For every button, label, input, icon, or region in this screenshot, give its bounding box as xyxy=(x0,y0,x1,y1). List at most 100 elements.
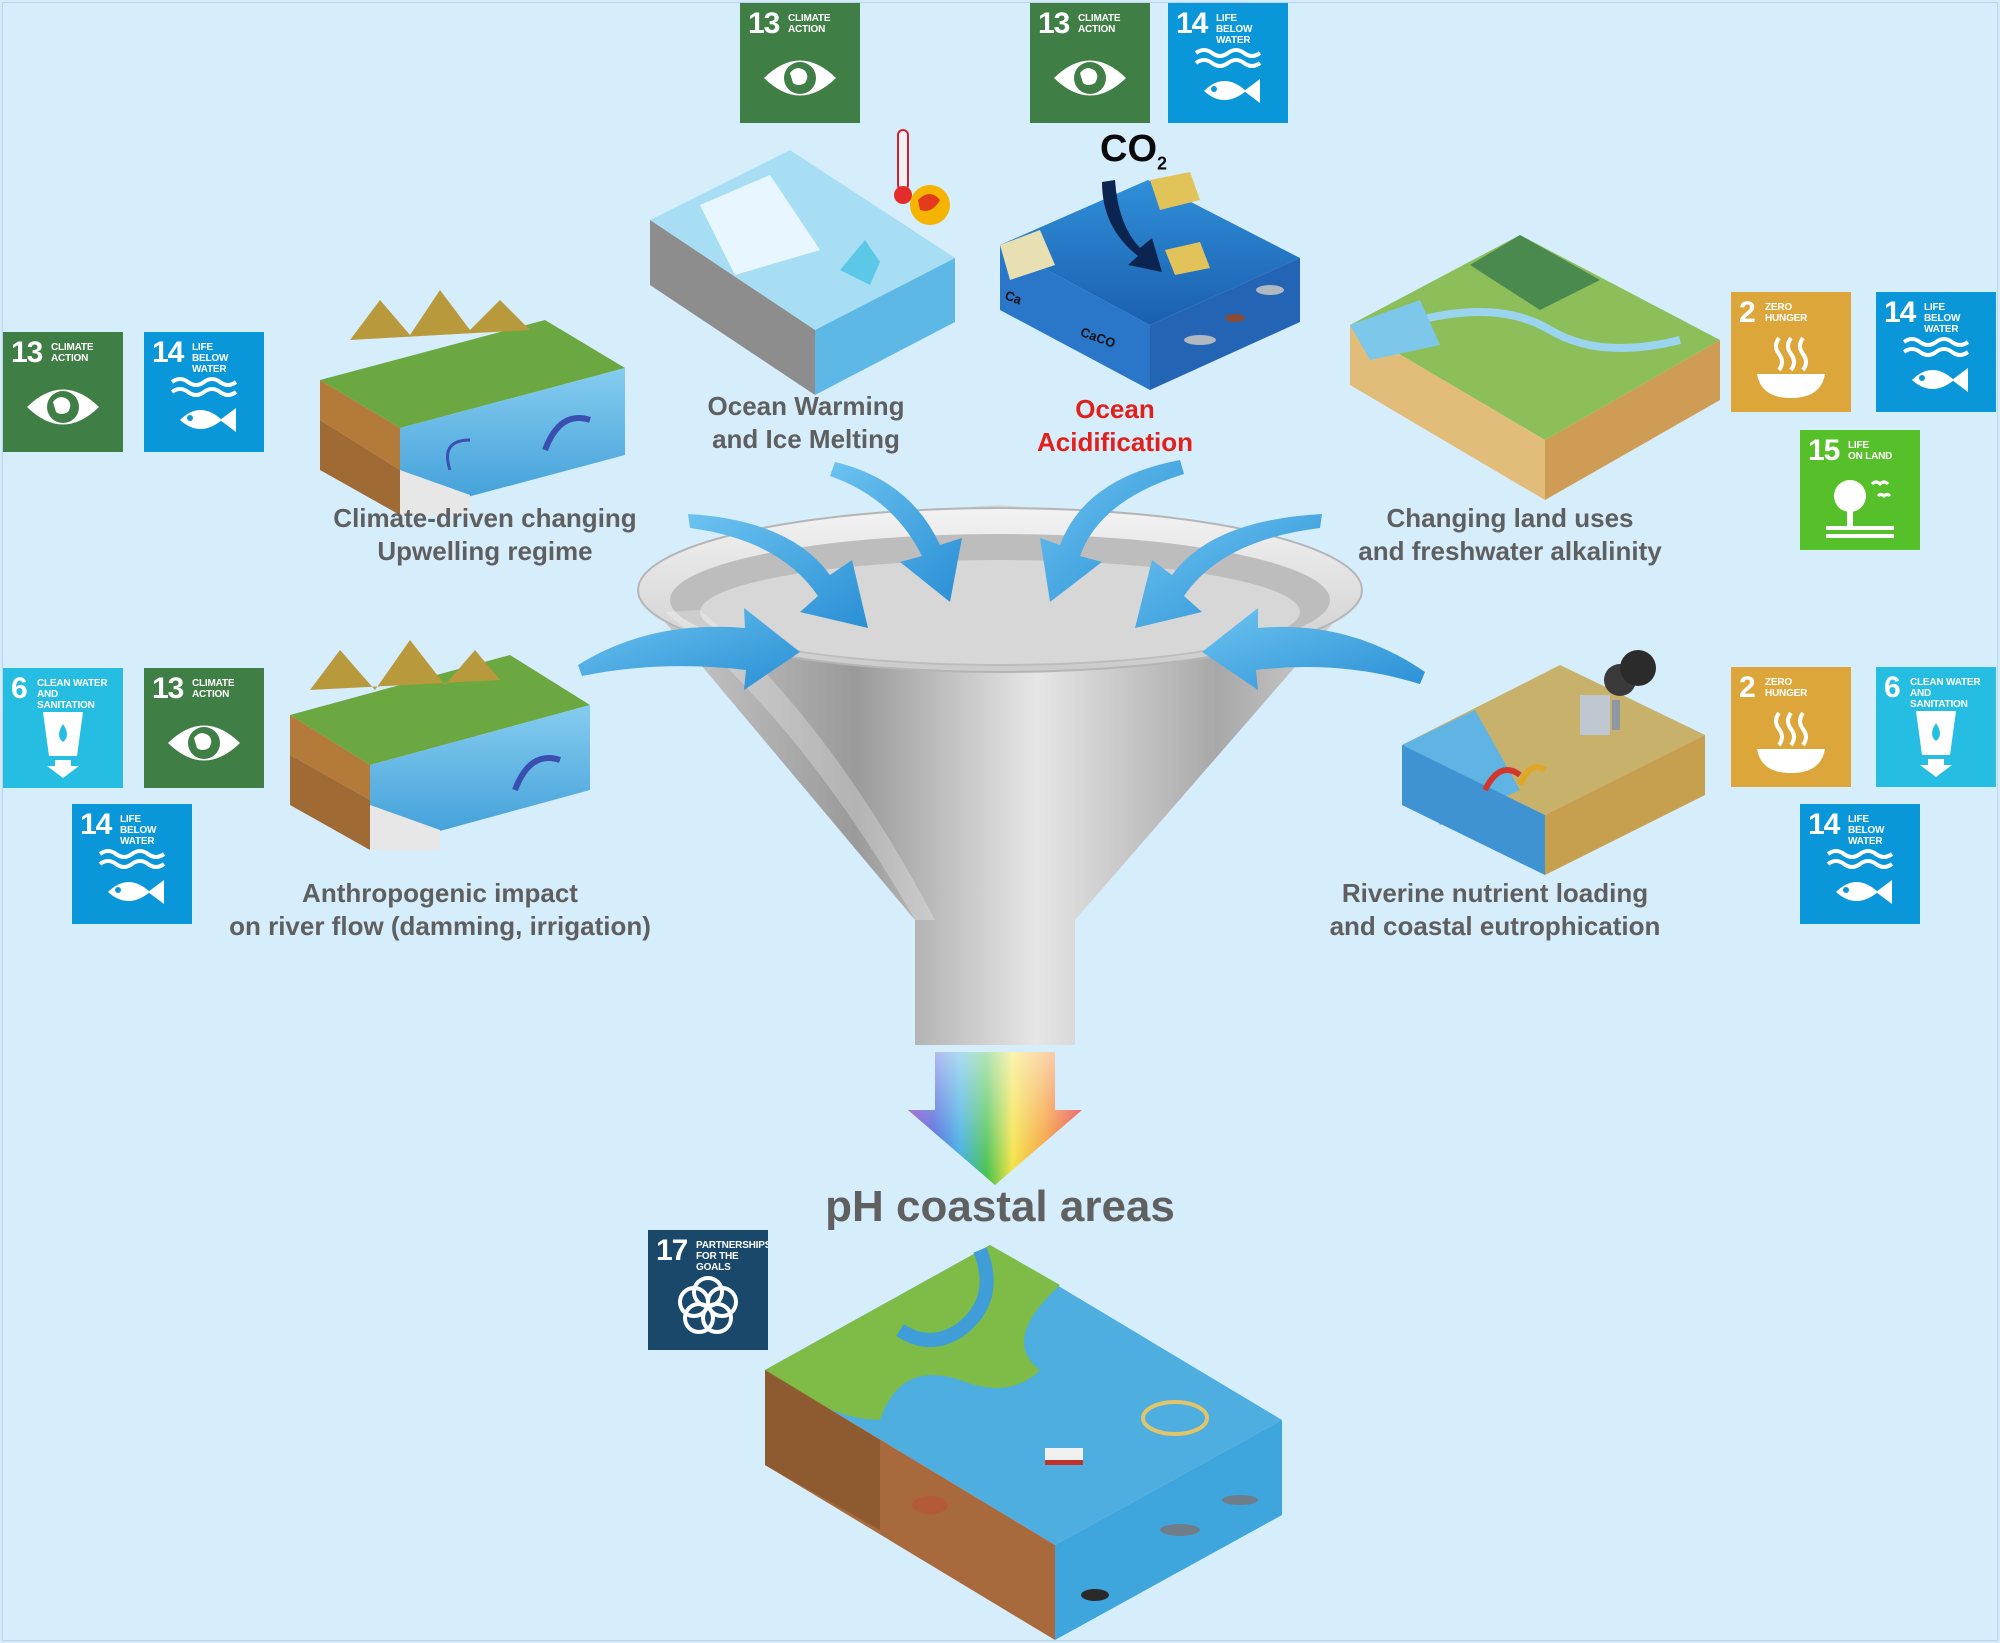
eye-globe-icon xyxy=(760,43,840,113)
sdg-caption-line: LIFE xyxy=(120,814,141,825)
fish-icon xyxy=(164,372,244,442)
sdg-caption-line: BELOW WATER xyxy=(1924,313,1961,335)
sdg-caption-line: AND SANITATION xyxy=(37,689,95,711)
label-line: Climate-driven changing xyxy=(333,503,637,533)
sdg-caption-line: CLIMATE xyxy=(192,678,235,689)
sdg-caption-line: BELOW WATER xyxy=(192,353,229,375)
label-line: Riverine nutrient loading xyxy=(1341,878,1649,908)
sdg-caption-line: LIFE xyxy=(1216,13,1237,24)
label-line: Changing land uses xyxy=(1386,503,1634,533)
eye-globe-icon xyxy=(23,372,103,442)
label-line: Ocean xyxy=(1075,394,1155,424)
sdg-number: 6 xyxy=(1884,671,1901,704)
sdg-caption-line: AND SANITATION xyxy=(1910,688,1968,710)
label-nutrient: Riverine nutrient loading and coastal eu… xyxy=(1300,877,1690,943)
sdg-number: 2 xyxy=(1739,296,1756,329)
sdg-caption-line: CLEAN WATER xyxy=(37,678,108,689)
sdg-number: 6 xyxy=(11,672,28,705)
sdg-caption-line: ON LAND xyxy=(1848,451,1893,462)
label-line: and coastal eutrophication xyxy=(1329,911,1661,941)
nutrient-block xyxy=(1402,650,1705,875)
sdg-number: 13 xyxy=(11,336,43,369)
sdg-caption-line: HUNGER xyxy=(1765,313,1808,324)
upwelling-block xyxy=(320,290,625,515)
label-line: Anthropogenic impact xyxy=(302,878,578,908)
sdg-caption-line: LIFE xyxy=(1848,814,1869,825)
output-arrow xyxy=(908,1052,1082,1185)
sdg-number: 17 xyxy=(656,1234,688,1267)
sdg-caption-line: ACTION xyxy=(788,24,826,35)
bowl-icon xyxy=(1751,707,1831,777)
sdg-caption-line: BELOW WATER xyxy=(1848,825,1885,847)
sdg-caption-line: BELOW WATER xyxy=(120,825,157,847)
sdg-caption-line: CLIMATE xyxy=(51,342,94,353)
label-line: Upwelling regime xyxy=(377,536,593,566)
inflow-arrows xyxy=(578,460,1425,690)
sdg-number: 14 xyxy=(152,336,184,369)
label-ocean-warming: Ocean Warming and Ice Melting xyxy=(666,390,946,456)
sdg-caption-line: HUNGER xyxy=(1765,688,1808,699)
sdg-number: 14 xyxy=(80,808,112,841)
tree-icon xyxy=(1820,470,1900,540)
sdg-caption-line: ZERO xyxy=(1765,302,1792,313)
river-flow-block xyxy=(290,640,590,850)
water-glass-icon xyxy=(1896,707,1976,777)
sdg-caption-line: LIFE xyxy=(192,342,213,353)
eye-globe-icon xyxy=(1050,43,1130,113)
sdg-number: 14 xyxy=(1808,808,1840,841)
land-use-block xyxy=(1350,235,1720,500)
sdg-caption-line: ZERO xyxy=(1765,677,1792,688)
label-upwelling: Climate-driven changing Upwelling regime xyxy=(305,502,665,568)
sdg-caption-line: PARTNERSHIPS xyxy=(696,1240,768,1251)
sdg-caption-line: ACTION xyxy=(192,689,230,700)
sdg-caption-line: CLEAN WATER xyxy=(1910,677,1981,688)
coastal-block xyxy=(765,1245,1282,1640)
label-line: on river flow (damming, irrigation) xyxy=(229,911,651,941)
funnel xyxy=(637,505,1363,1045)
fish-icon xyxy=(1820,844,1900,914)
label-line: and Ice Melting xyxy=(712,424,900,454)
label-line: Acidification xyxy=(1036,427,1193,457)
water-glass-icon xyxy=(23,708,103,778)
bowl-icon xyxy=(1751,332,1831,402)
label-ocean-acidification: Ocean Acidification xyxy=(1000,393,1230,459)
eye-globe-icon xyxy=(164,708,244,778)
result-title: pH coastal areas xyxy=(825,1182,1175,1231)
sdg-caption-line: LIFE xyxy=(1924,302,1945,313)
co2-subscript: 2 xyxy=(1157,153,1168,174)
sdg-number: 13 xyxy=(1038,7,1070,40)
sdg-number: 13 xyxy=(748,7,780,40)
fish-icon xyxy=(1896,332,1976,402)
thermometer-icon xyxy=(897,129,909,191)
co2-label: CO2 xyxy=(1100,128,1167,175)
sdg-caption-line: FOR THE GOALS xyxy=(696,1251,739,1273)
label-line: Ocean Warming xyxy=(707,391,905,421)
label-land-uses: Changing land uses and freshwater alkali… xyxy=(1320,502,1700,568)
sdg-number: 13 xyxy=(152,672,184,705)
sdg-number: 14 xyxy=(1176,7,1208,40)
flower-icon xyxy=(668,1270,748,1340)
